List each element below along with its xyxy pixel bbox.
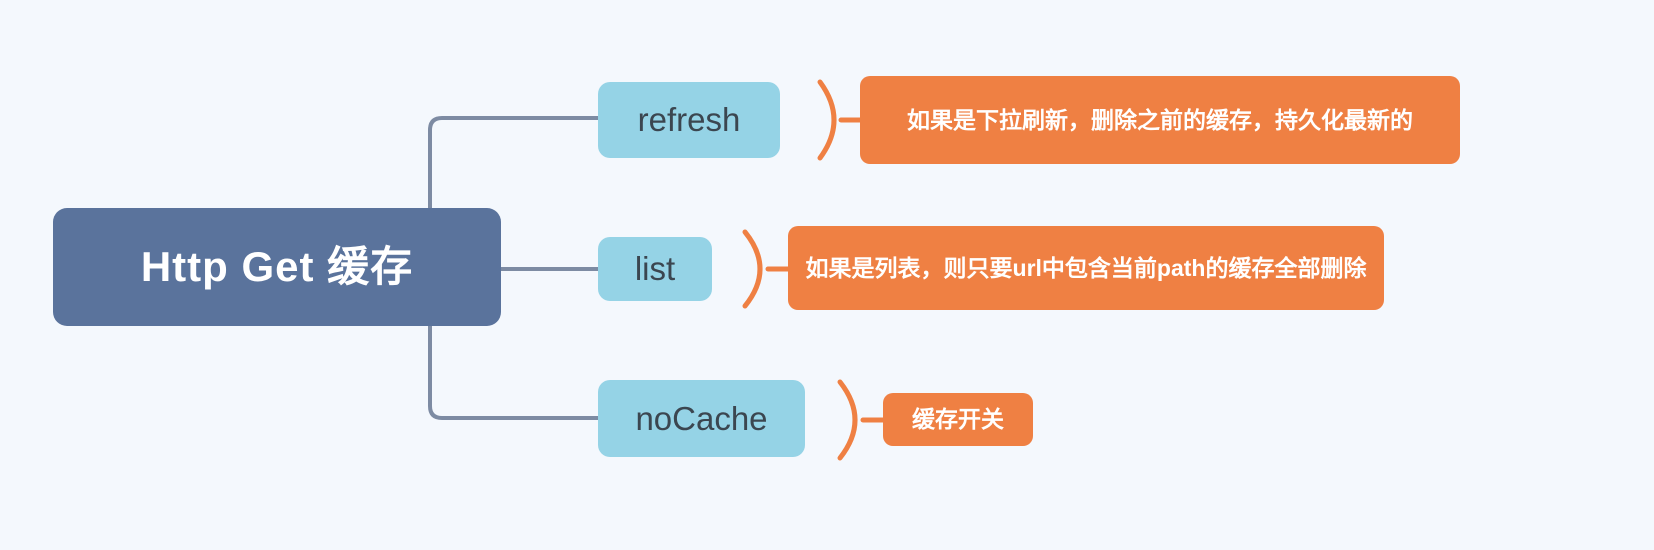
root-node-label: Http Get 缓存	[140, 242, 414, 290]
connector-root-to-refresh	[428, 116, 600, 224]
branch-node-refresh[interactable]: refresh	[598, 82, 780, 158]
branch-node-label: refresh	[637, 101, 741, 139]
note-box-label: 缓存开关	[912, 405, 1004, 432]
note-box-label: 如果是列表，则只要url中包含当前path的缓存全部删除	[805, 254, 1367, 281]
arc-connector-refresh	[817, 79, 837, 161]
note-box-refresh[interactable]: 如果是下拉刷新，删除之前的缓存，持久化最新的	[860, 76, 1460, 164]
branch-node-list[interactable]: list	[598, 237, 712, 301]
note-box-label: 如果是下拉刷新，删除之前的缓存，持久化最新的	[907, 106, 1413, 133]
note-box-nocache[interactable]: 缓存开关	[883, 393, 1033, 446]
branch-node-label: noCache	[635, 399, 768, 437]
arc-connector-list	[742, 229, 763, 309]
branch-node-nocache[interactable]: noCache	[598, 380, 805, 457]
root-node[interactable]: Http Get 缓存	[53, 208, 501, 326]
arc-connector-nocache	[837, 379, 858, 461]
branch-node-label: list	[634, 250, 676, 288]
note-box-list[interactable]: 如果是列表，则只要url中包含当前path的缓存全部删除	[788, 226, 1384, 310]
connector-root-to-nocache	[428, 310, 600, 420]
